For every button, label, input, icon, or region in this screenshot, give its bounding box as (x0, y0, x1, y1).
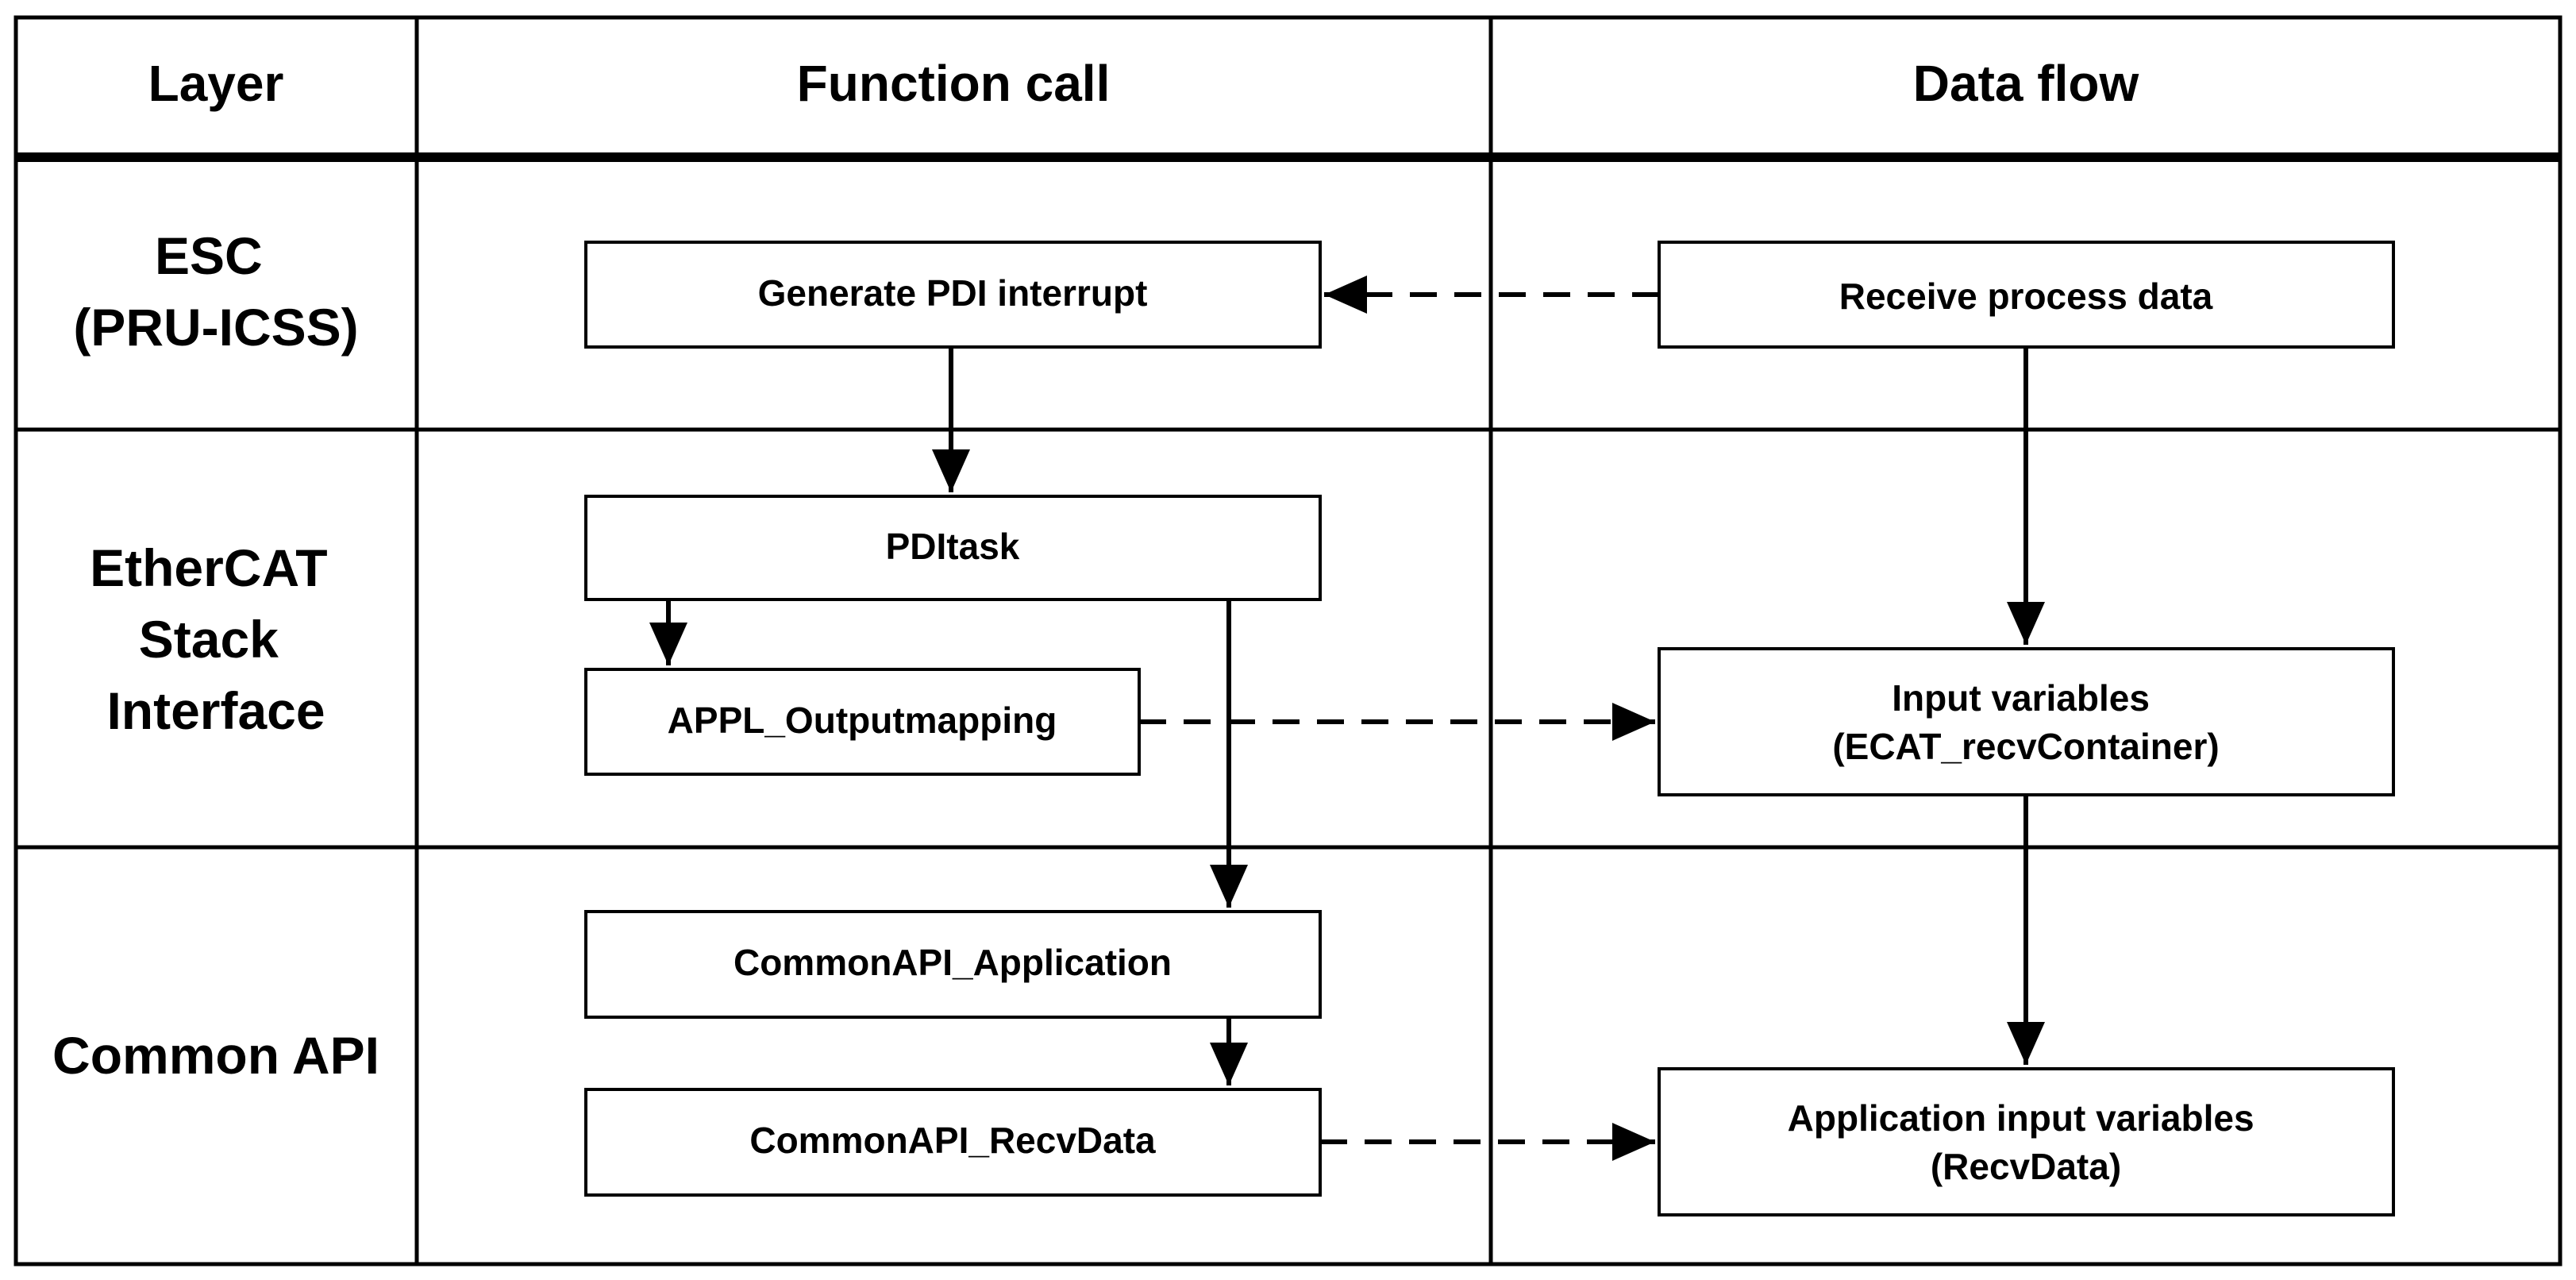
layer-ethercat-line-2: Stack (139, 610, 279, 669)
layer-common-api-label: Common API (52, 1026, 379, 1085)
header-data-flow: Data flow (1913, 55, 2139, 112)
box-appl-outputmapping-label: APPL_Outputmapping (668, 700, 1057, 741)
layer-ethercat-line-3: Interface (106, 681, 325, 740)
box-commonapi-recvdata-label: CommonAPI_RecvData (749, 1120, 1156, 1161)
box-generate-pdi-interrupt-label: Generate PDI interrupt (758, 272, 1148, 314)
box-input-variables-label: Input variables (ECAT_recvContainer) (1832, 677, 2219, 767)
box-receive-process-data-label: Receive process data (1839, 276, 2213, 317)
box-input-variables-line-2: (ECAT_recvContainer) (1832, 726, 2219, 767)
box-application-input-variables-line-2: (RecvData) (1931, 1146, 2121, 1187)
layer-common-api-line-1: Common API (52, 1026, 379, 1085)
box-input-variables (1658, 647, 2395, 796)
header-layer: Layer (148, 55, 284, 112)
table-grid (13, 15, 2563, 1267)
layer-esc-line-1: ESC (155, 226, 263, 285)
layer-esc-label: ESC (PRU-ICSS) (73, 226, 358, 357)
layer-ethercat-line-1: EtherCAT (90, 538, 327, 597)
box-pditask-label: PDItask (886, 526, 1020, 567)
box-receive-process-data (1658, 241, 2395, 349)
box-commonapi-recvdata (584, 1088, 1322, 1197)
box-input-variables-line-1: Input variables (1892, 677, 2150, 719)
header-function-call: Function call (797, 55, 1111, 112)
box-appl-outputmapping (584, 668, 1141, 776)
box-application-input-variables-label: Application input variables (RecvData) (1788, 1097, 2265, 1187)
box-commonapi-application-label: CommonAPI_Application (734, 942, 1172, 983)
box-application-input-variables-line-1: Application input variables (1788, 1097, 2254, 1139)
box-commonapi-application (584, 910, 1322, 1019)
layer-esc-line-2: (PRU-ICSS) (73, 298, 358, 357)
box-pditask (584, 495, 1322, 601)
box-receive-process-data-line-1: Receive process data (1839, 276, 2213, 317)
layer-ethercat-label: EtherCAT Stack Interface (90, 538, 342, 740)
box-generate-pdi-interrupt (584, 241, 1322, 349)
box-application-input-variables (1658, 1067, 2395, 1216)
